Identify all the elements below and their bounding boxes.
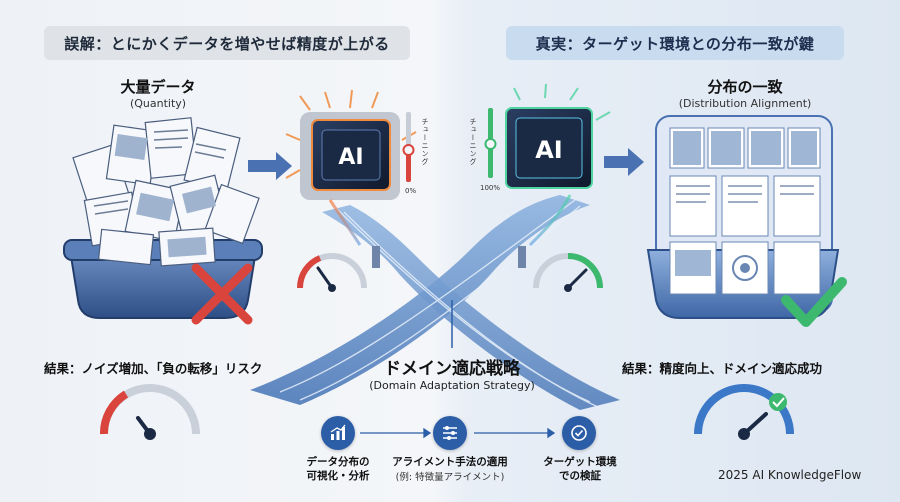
gauge-bottom-right (694, 384, 794, 440)
gauge-right-high (533, 253, 603, 292)
strategy-title: ドメイン適応戦略 (384, 359, 520, 379)
strategy-subtitle: (Domain Adaptation Strategy) (369, 379, 535, 392)
step-1-label: データ分布の 可視化・分析 (306, 456, 370, 482)
tuning-label-right: チューニング (469, 118, 477, 166)
messy-data-tray (63, 117, 263, 325)
tuning-value-left: 0% (405, 187, 417, 195)
crossing-data-streams (250, 194, 620, 410)
bar-chart-icon (330, 424, 346, 440)
left-title-block: 大量データ (Quantity) (88, 76, 228, 110)
tuning-slider-left (402, 112, 415, 182)
step-2-label: アライメント手法の適用 (392, 456, 508, 468)
step-3-label: ターゲット環境 での検証 (543, 456, 617, 482)
green-check-icon (781, 277, 847, 327)
step-1-icon-circle (321, 416, 355, 450)
arrow-right-icon (248, 152, 292, 180)
right-title: 分布の一致 (707, 78, 783, 96)
right-subtitle: (Distribution Alignment) (678, 97, 812, 110)
footer-credit: 2025 AI KnowledgeFlow (718, 468, 862, 482)
gauge-bottom-left (99, 384, 200, 440)
step-2-icon-circle (433, 416, 467, 450)
misconception-pill: 誤解：とにかくデータを増やせば精度が上がる (44, 26, 410, 60)
sliders-icon (443, 426, 457, 440)
step-2-note: (例: 特徴量アライメント) (395, 472, 505, 483)
truth-pill: 真実：ターゲット環境との分布一致が鍵 (506, 26, 844, 60)
check-circle-icon (571, 425, 587, 441)
gauge-left-low (296, 253, 367, 292)
ai-chip-left-label: AI (338, 145, 363, 170)
step-3-icon-circle (562, 416, 596, 450)
tuning-label-left: チューニング (421, 118, 429, 166)
right-result: 結果：精度向上、ドメイン適応成功 (622, 361, 823, 376)
right-title-block: 分布の一致 (Distribution Alignment) (650, 76, 840, 110)
left-title: 大量データ (120, 78, 196, 96)
strategy-title-block: ドメイン適応戦略 (Domain Adaptation Strategy) (340, 354, 564, 392)
ai-chip-right: AI (505, 83, 611, 189)
aligned-data-tray (646, 115, 847, 327)
left-subtitle: (Quantity) (129, 97, 187, 110)
step-arrows (360, 427, 556, 439)
tuning-value-right: 100% (480, 184, 501, 192)
tuning-slider-right (484, 108, 497, 178)
ai-chip-left: AI (285, 89, 417, 200)
arrow-right-icon-2 (604, 148, 644, 176)
red-x-icon (191, 263, 253, 325)
left-result: 結果：ノイズ増加、「負の転移」リスク (44, 361, 263, 376)
ai-chip-right-label: AI (535, 136, 563, 164)
